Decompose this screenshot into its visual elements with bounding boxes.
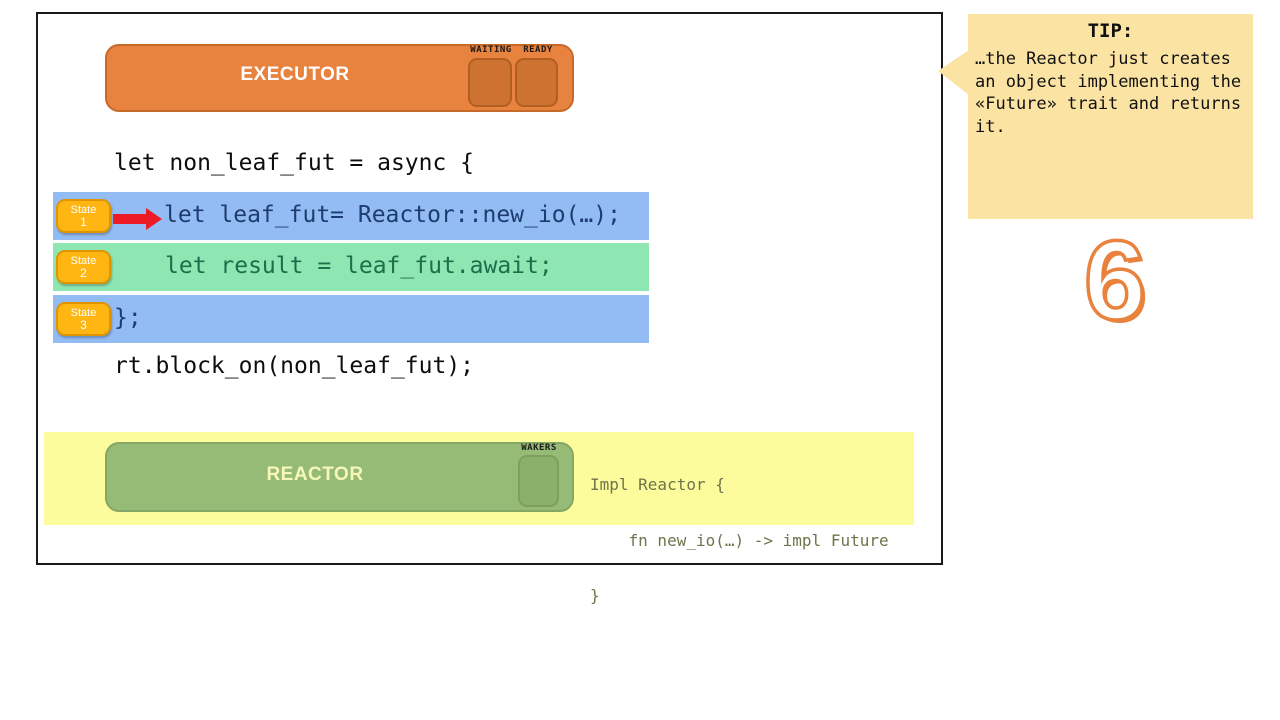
reactor-wakers-label: WAKERS: [521, 443, 557, 453]
slide-number: 6: [1082, 218, 1148, 343]
executor-ready-slot: [515, 58, 558, 107]
state-row-3: State 3 };: [53, 295, 649, 343]
state-3-code: };: [114, 305, 142, 331]
state-badge-number: 3: [80, 317, 87, 332]
state-badge-label: State: [70, 203, 97, 216]
impl-code-line: fn new_io(…) -> impl Future: [590, 530, 889, 550]
impl-code-line: Impl Reactor {: [590, 475, 725, 494]
executor-waiting-slot: [468, 58, 512, 107]
reactor-box: [105, 442, 574, 512]
tip-callout-tail: [938, 50, 969, 95]
tip-body-line: an object implementing the: [975, 71, 1242, 92]
reactor-title: REACTOR: [266, 464, 364, 485]
tip-body-line: …the Reactor just creates: [975, 49, 1231, 69]
arrow-shaft: [113, 214, 147, 224]
state-2-badge: State 2: [56, 250, 111, 284]
arrow-head: [146, 208, 162, 230]
tip-callout-box: [968, 14, 1253, 219]
state-1-badge: State 1: [56, 199, 111, 233]
code-closing-line: rt.block_on(non_leaf_fut);: [114, 353, 475, 379]
diagram-frame: EXECUTOR WAITING READY let non_leaf_fut …: [36, 12, 943, 605]
state-badge-label: State: [70, 306, 97, 319]
state-badge-label: State: [70, 254, 97, 267]
tip-body: …the Reactor just creates an object impl…: [975, 48, 1249, 138]
current-state-arrow-icon: [113, 208, 162, 230]
state-row-2: State 2 let result = leaf_fut.await;: [53, 243, 649, 291]
state-1-code: let leaf_fut= Reactor::new_io(…);: [164, 202, 621, 228]
reactor-impl-code: Impl Reactor { fn new_io(…) -> impl Futu…: [590, 439, 889, 643]
executor-title: EXECUTOR: [240, 64, 350, 85]
executor-waiting-label: WAITING: [470, 45, 512, 55]
tip-title: TIP:: [1087, 20, 1134, 42]
impl-code-line: }: [590, 586, 600, 605]
state-badge-number: 2: [80, 265, 87, 280]
state-badge-number: 1: [80, 214, 87, 229]
state-3-badge: State 3: [56, 302, 111, 336]
reactor-waker-slot: [518, 455, 559, 507]
executor-ready-label: READY: [523, 45, 553, 55]
tip-body-line: it.: [975, 116, 1006, 137]
code-opening-line: let non_leaf_fut = async {: [114, 150, 475, 176]
state-row-1: State 1 let leaf_fut= Reactor::new_io(…)…: [53, 192, 649, 240]
state-2-code: let result = leaf_fut.await;: [165, 253, 553, 279]
tip-body-line: «Future» trait and returns: [975, 94, 1242, 114]
